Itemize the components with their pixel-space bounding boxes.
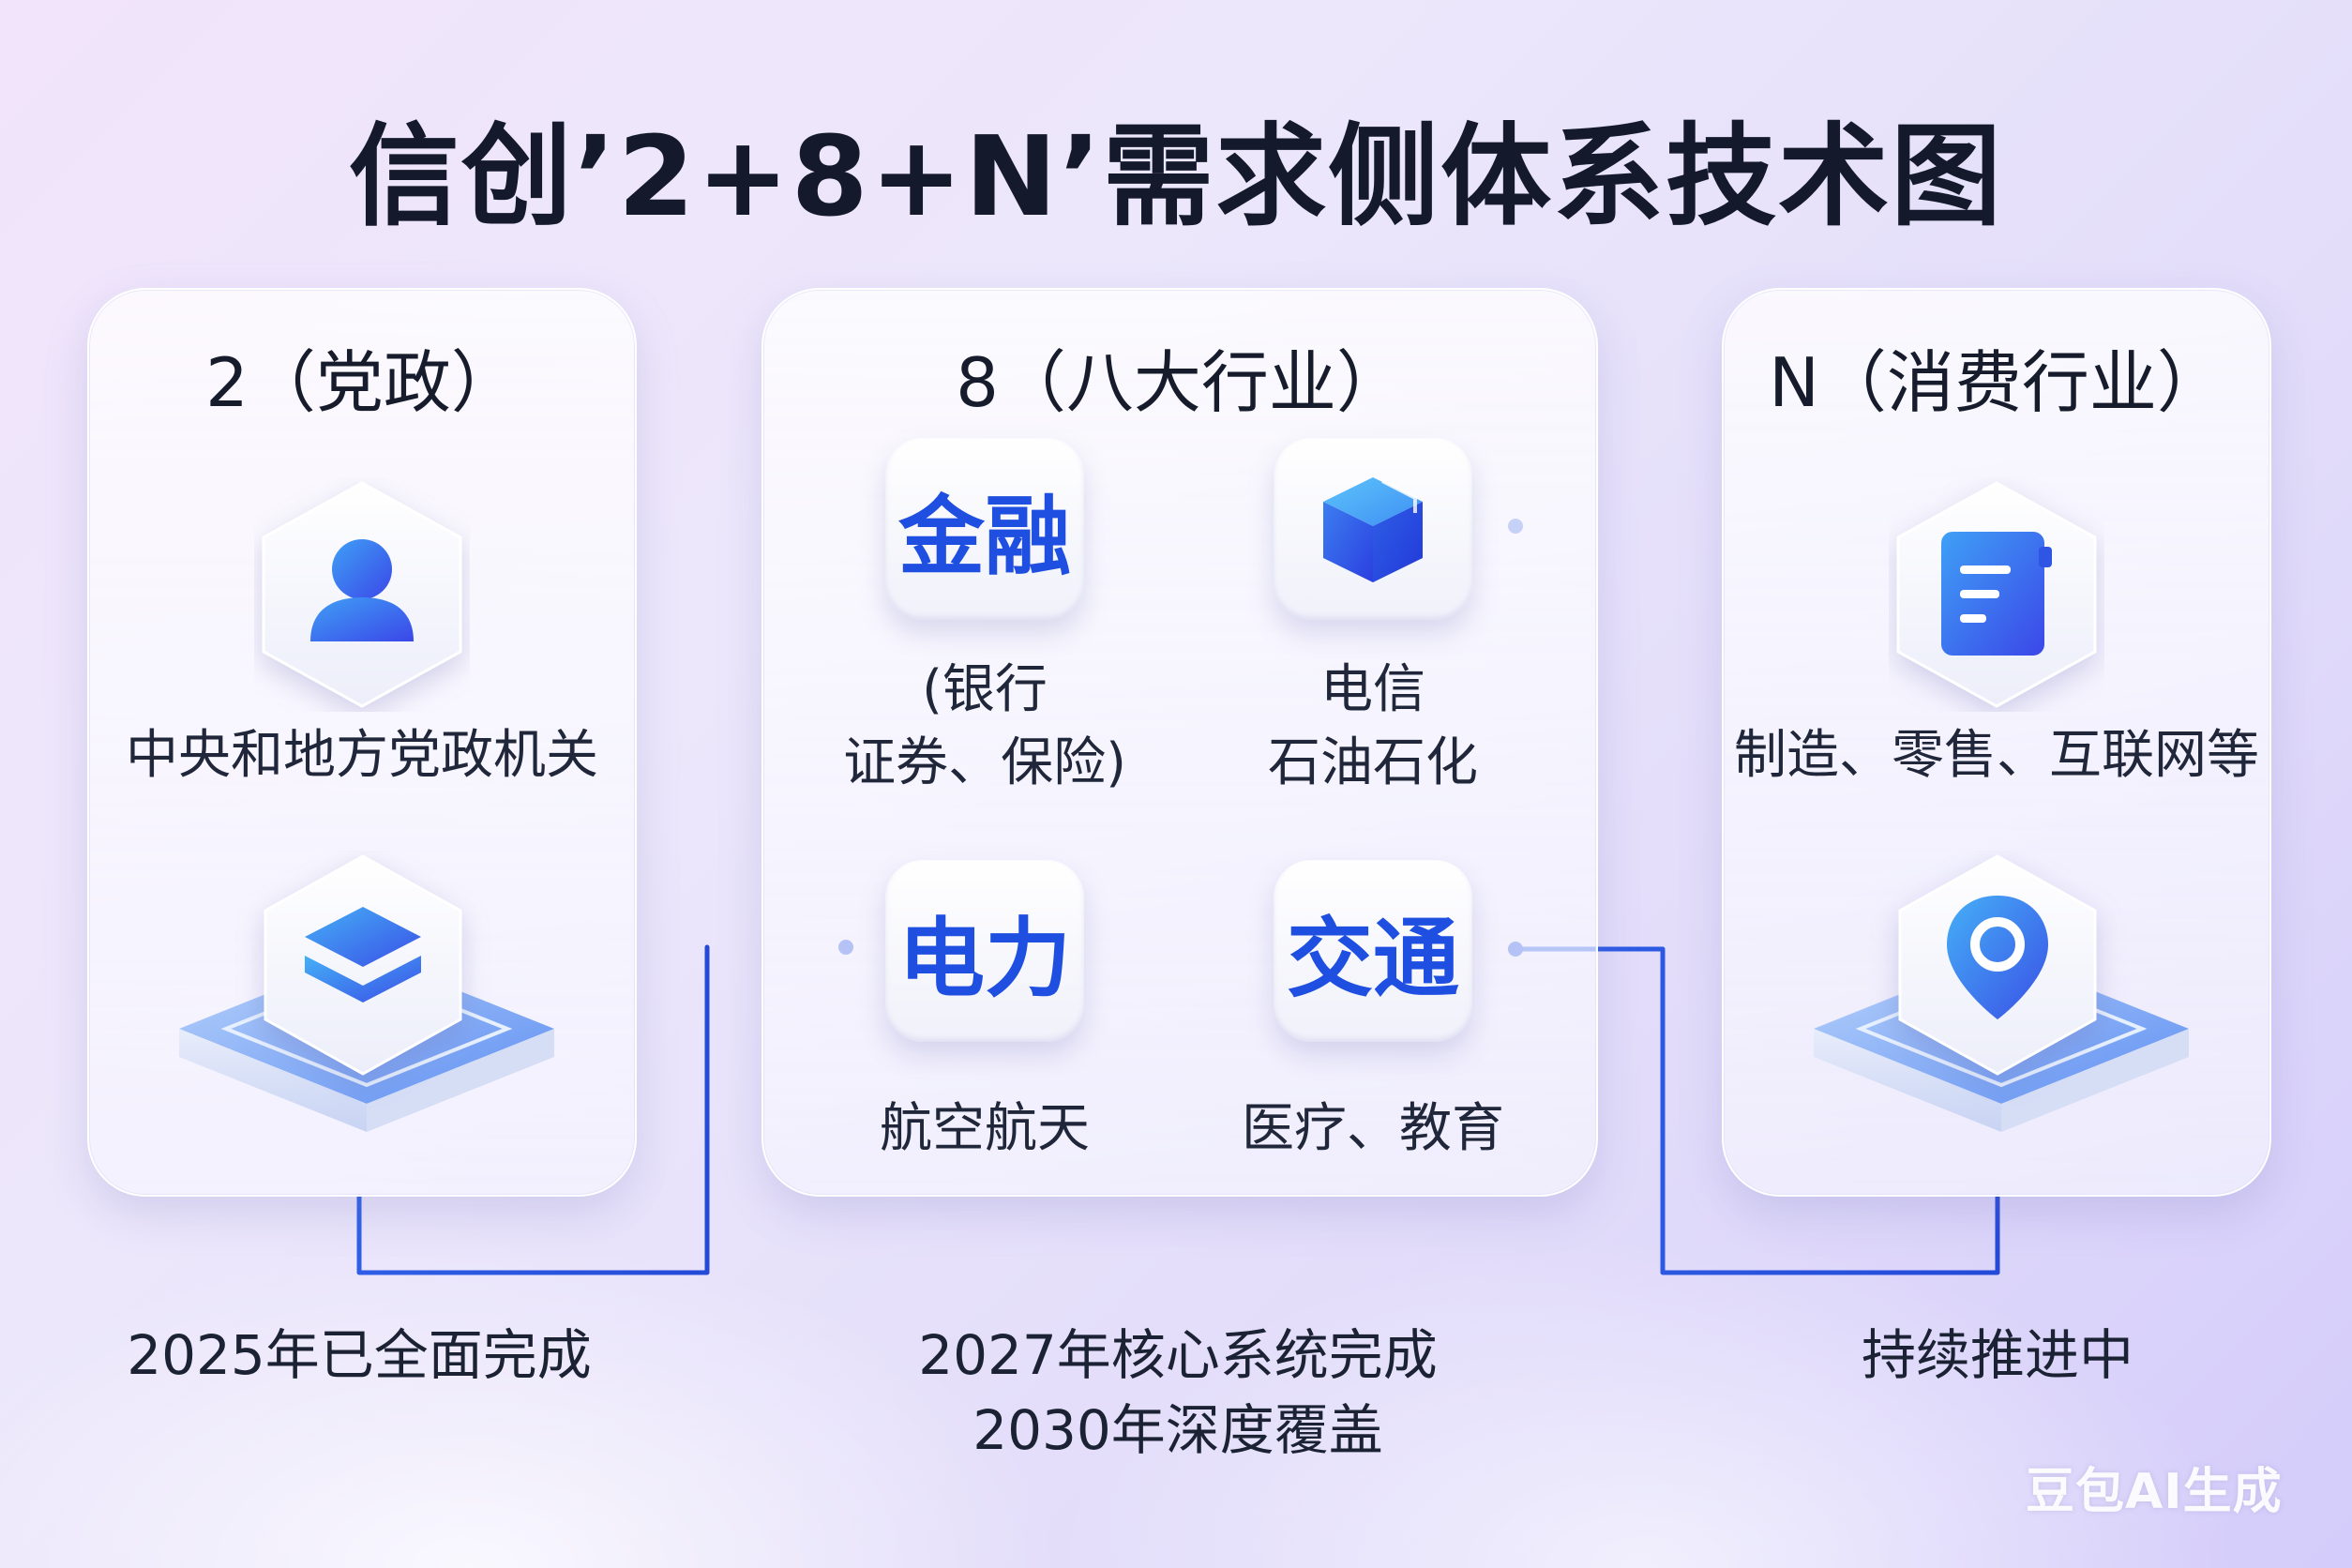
watermark: 豆包AI生成 xyxy=(2026,1464,2283,1520)
power-caption: 航空航天 xyxy=(801,1093,1168,1166)
consumer-industries-panel: N（消费行业） 制造、零售、互联网等 xyxy=(1722,288,2271,1197)
industry-status: 2027年核心系统完成 2030年深度覆盖 xyxy=(844,1318,1512,1468)
status-line: 2030年深度覆盖 xyxy=(972,1398,1383,1462)
caption-line: 电信 xyxy=(1320,659,1425,720)
party-status: 2025年已全面完成 xyxy=(127,1323,592,1387)
caption-line: 证券、保险) xyxy=(843,732,1126,793)
transport-caption: 医疗、教育 xyxy=(1195,1093,1551,1166)
eight-industries-panel: 8（八大行业） 金融 (银行 证券、保险) 电信 石油石化 电力 航空航天 交通… xyxy=(761,288,1598,1197)
tile-electric-power: 电力 xyxy=(885,860,1084,1042)
location-pin-icon xyxy=(1804,851,2198,1173)
caption-line: (银行 xyxy=(922,659,1048,720)
document-icon xyxy=(1889,477,2104,716)
finance-caption: (银行 证券、保险) xyxy=(801,654,1168,800)
consumer-description: 制造、零售、互联网等 xyxy=(1734,725,2259,786)
party-description: 中央和地方党政机关 xyxy=(126,725,598,786)
tile-transport: 交通 xyxy=(1274,860,1472,1042)
page-title: 信创’2+8+N’需求侧体系技术图 xyxy=(348,112,2004,241)
caption-line: 医疗、教育 xyxy=(1242,1098,1504,1159)
telecom-caption: 电信 石油石化 xyxy=(1195,654,1551,800)
connector-transport-to-consumer xyxy=(1513,946,2000,1275)
party-panel-title: 2（党政） xyxy=(205,343,519,422)
caption-line: 航空航天 xyxy=(880,1098,1090,1159)
party-government-panel: 2（党政） 中央和地方党政机关 xyxy=(87,288,637,1197)
tile-finance: 金融 xyxy=(885,438,1084,620)
consumer-status: 持续推进中 xyxy=(1861,1323,2133,1387)
tile-telecom xyxy=(1274,438,1472,620)
cube-icon xyxy=(1323,477,1423,582)
layers-icon xyxy=(170,851,564,1173)
industry-panel-title: 8（八大行业） xyxy=(956,343,1404,422)
status-line: 2027年核心系统完成 xyxy=(918,1323,1438,1387)
consumer-panel-title: N（消费行业） xyxy=(1769,343,2224,422)
connector-party-status xyxy=(356,944,710,1275)
user-icon xyxy=(254,477,470,716)
caption-line: 石油石化 xyxy=(1268,732,1478,793)
